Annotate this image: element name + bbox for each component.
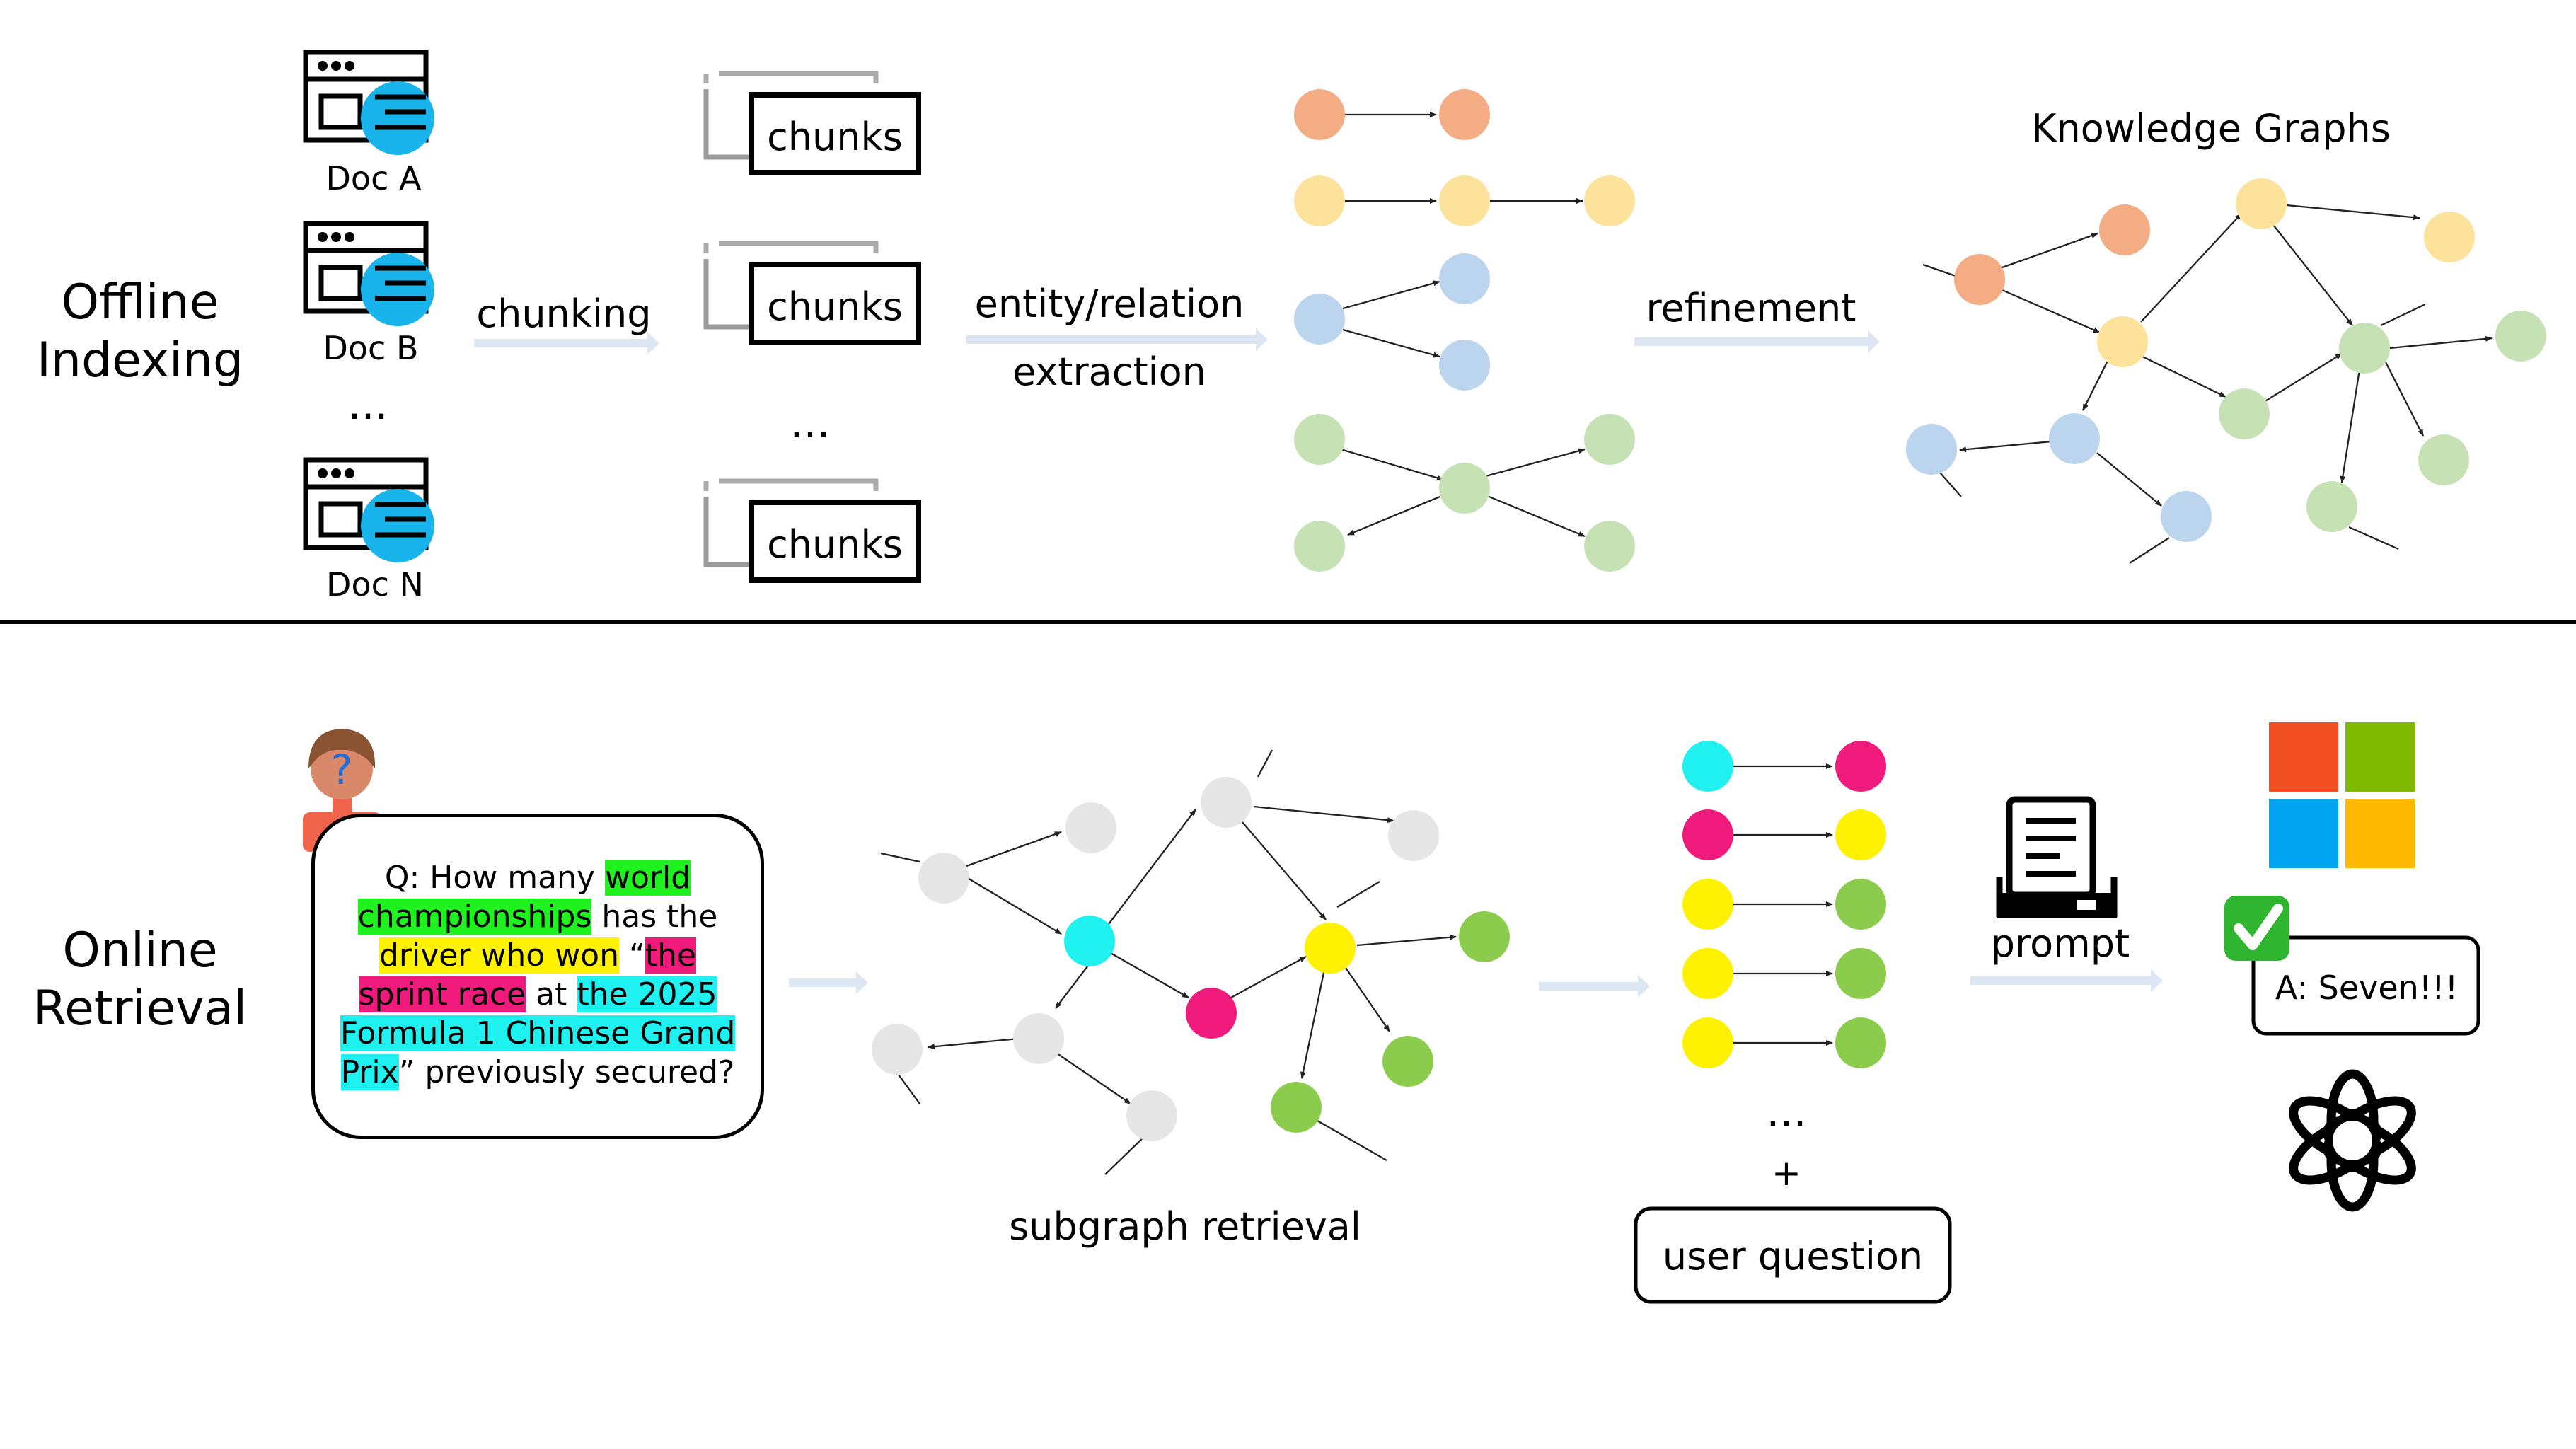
extraction-arrow xyxy=(966,328,1268,351)
triples-ellipsis: ... xyxy=(1766,1087,1806,1137)
document-icon xyxy=(306,224,434,326)
question-to-subgraph-arrow xyxy=(789,971,868,994)
highlight-driver: driver who won xyxy=(379,937,619,974)
checkmark-icon xyxy=(2224,896,2289,961)
answer-box xyxy=(2251,935,2480,1036)
online-title-line2: Retrieval xyxy=(33,981,247,1037)
chunking-label: chunking xyxy=(476,291,651,336)
chunk-label: chunks xyxy=(767,522,903,567)
doc-label: Doc N xyxy=(326,565,424,604)
kg-title: Knowledge Graphs xyxy=(2031,106,2391,151)
extraction-label-line2: extraction xyxy=(1012,350,1206,394)
highlight-grand-prix: Formula 1 Chinese Grand xyxy=(340,1015,736,1051)
svg-text:?: ? xyxy=(331,746,353,794)
highlight-championships: championships xyxy=(357,899,592,935)
chunks-ellipsis: ... xyxy=(790,398,830,448)
highlight-sprint-race: sprint race xyxy=(358,976,526,1012)
chunk-label: chunks xyxy=(767,284,903,329)
prompt-label: prompt xyxy=(1991,921,2130,966)
retrieved-subgraph xyxy=(872,749,1510,1175)
document-icon xyxy=(306,52,434,155)
chunking-arrow xyxy=(474,332,659,354)
refinement-label: refinement xyxy=(1646,286,1856,330)
extraction-label-line1: entity/relation xyxy=(975,282,1244,326)
doc-label: Doc A xyxy=(326,159,422,197)
chunk-label: chunks xyxy=(767,115,903,159)
user-question-label: user question xyxy=(1663,1234,1923,1278)
prompt-arrow xyxy=(1970,969,2163,992)
highlight-2025: the 2025 xyxy=(577,976,717,1012)
docs-ellipsis: ... xyxy=(347,380,388,429)
printer-icon xyxy=(1996,796,2118,918)
retrieved-triples xyxy=(1682,741,1886,1068)
user-question-box xyxy=(1634,1206,1952,1304)
refinement-arrow xyxy=(1634,330,1880,353)
microsoft-logo-icon xyxy=(2269,722,2415,868)
subgraph-label: subgraph retrieval xyxy=(1009,1204,1361,1249)
highlight-prix: Prix xyxy=(340,1054,399,1090)
extracted-triples xyxy=(1294,89,1635,572)
subgraph-to-triples-arrow xyxy=(1539,975,1650,998)
plus-sign: + xyxy=(1772,1153,1801,1194)
answer-text: A: Seven!!! xyxy=(2275,969,2458,1007)
highlight-world: world xyxy=(605,860,691,896)
document-icon xyxy=(306,460,434,562)
doc-label: Doc B xyxy=(323,329,418,367)
openai-logo-icon xyxy=(2289,1069,2416,1212)
offline-title-line2: Indexing xyxy=(37,333,243,388)
online-title-line1: Online xyxy=(62,923,217,978)
offline-title-line1: Offline xyxy=(61,275,219,330)
highlight-the: the xyxy=(645,937,696,974)
knowledge-graph xyxy=(1906,178,2546,564)
